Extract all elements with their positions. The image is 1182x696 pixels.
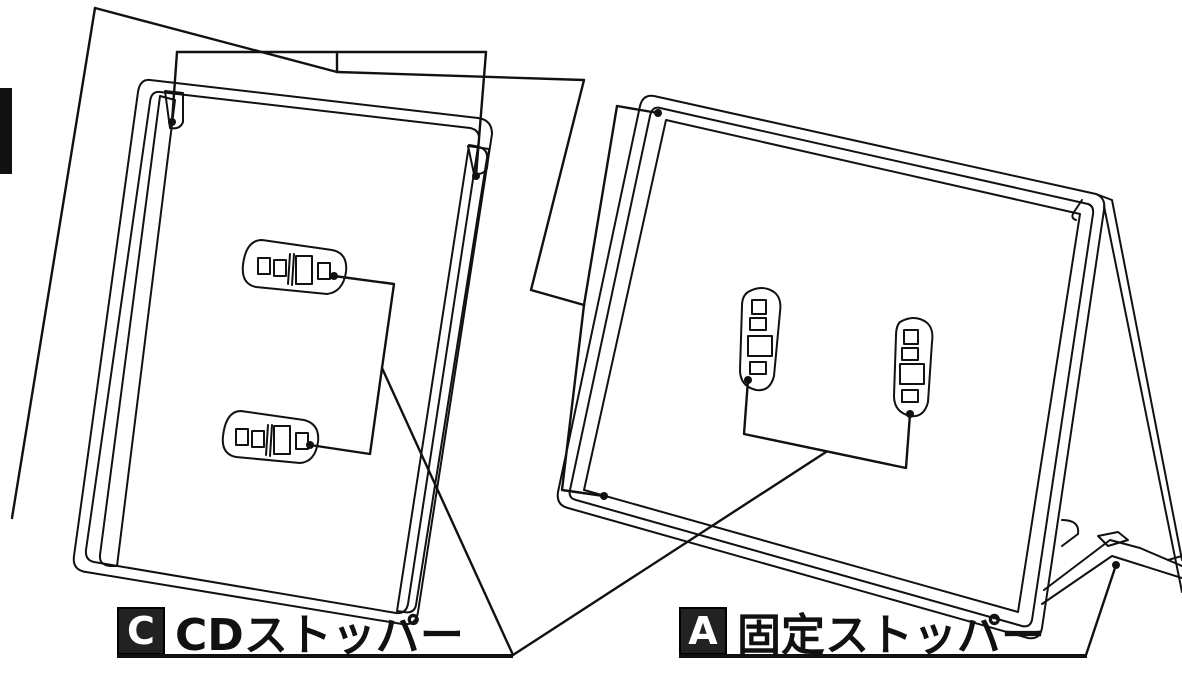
- label-a-badge: A: [679, 607, 727, 655]
- cd-stopper-lower: [221, 410, 320, 464]
- cd-stopper-upper: [241, 239, 348, 295]
- label-fixed-stopper: A 固定ストッパー: [679, 599, 1045, 663]
- label-c-underline: [117, 654, 513, 658]
- callout-lines: [10, 6, 1118, 657]
- right-panel-easel: [556, 94, 1182, 640]
- fixed-stopper-left: [739, 287, 782, 392]
- left-panel-back-view: [72, 78, 493, 626]
- label-c-text: CDストッパー: [175, 610, 464, 661]
- label-c-badge: C: [117, 607, 165, 655]
- label-cd-stopper: C CDストッパー: [117, 599, 464, 663]
- fixed-stopper-right: [893, 317, 934, 418]
- label-a-underline: [679, 654, 1087, 658]
- label-a-text: 固定ストッパー: [737, 610, 1045, 661]
- margin-tab-mark: [0, 88, 12, 174]
- callout-dots: [168, 109, 1120, 569]
